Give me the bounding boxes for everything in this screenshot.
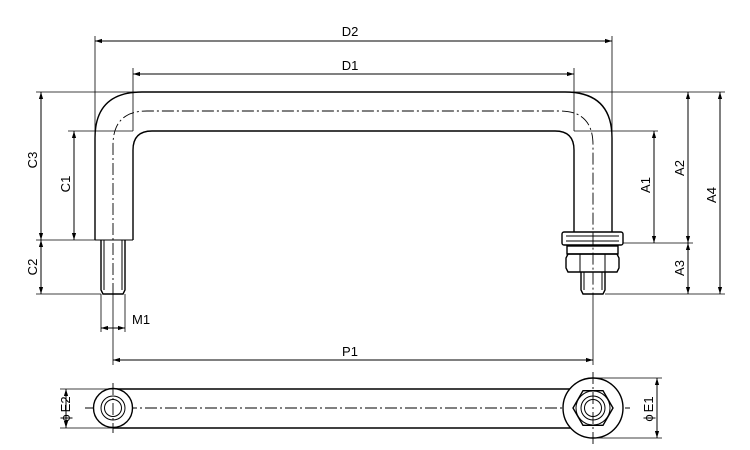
dim-label-c1: C1	[58, 176, 73, 193]
handle-front-view: D2 D1 C3 C1 C2 A1 A2 A3 A4 M1 P1	[25, 24, 725, 365]
dim-label-c2: C2	[25, 259, 40, 276]
dim-label-p1: P1	[342, 344, 358, 359]
handle-centerline	[112, 110, 594, 295]
dim-label-e1: ϕ E1	[641, 396, 656, 421]
dim-label-d1: D1	[342, 58, 359, 73]
left-threaded-stud	[95, 239, 133, 295]
dim-label-a3: A3	[672, 260, 687, 276]
dim-label-a1: A1	[638, 177, 653, 193]
dim-label-d2: D2	[342, 24, 359, 39]
diameter-symbol-e1: ϕ	[641, 414, 656, 421]
dim-text-e1: E1	[641, 396, 656, 412]
extension-lines	[36, 36, 725, 365]
diameter-symbol-e2: ϕ	[58, 414, 73, 421]
right-end-nut	[562, 372, 624, 444]
dimension-lines	[38, 38, 723, 363]
left-end-circle	[92, 383, 134, 433]
handle-outer-contour	[94, 91, 613, 240]
handle-top-view: ϕ E2 ϕ E1	[58, 372, 662, 444]
dim-text-e2: E2	[58, 396, 73, 412]
handle-inner-contour	[132, 130, 575, 240]
right-nut-assembly	[561, 231, 624, 295]
dim-label-e2: ϕ E2	[58, 396, 73, 421]
dim-label-m1: M1	[132, 312, 150, 327]
dim-label-c3: C3	[25, 152, 40, 169]
dim-label-a4: A4	[704, 187, 719, 203]
dim-label-a2: A2	[672, 160, 687, 176]
